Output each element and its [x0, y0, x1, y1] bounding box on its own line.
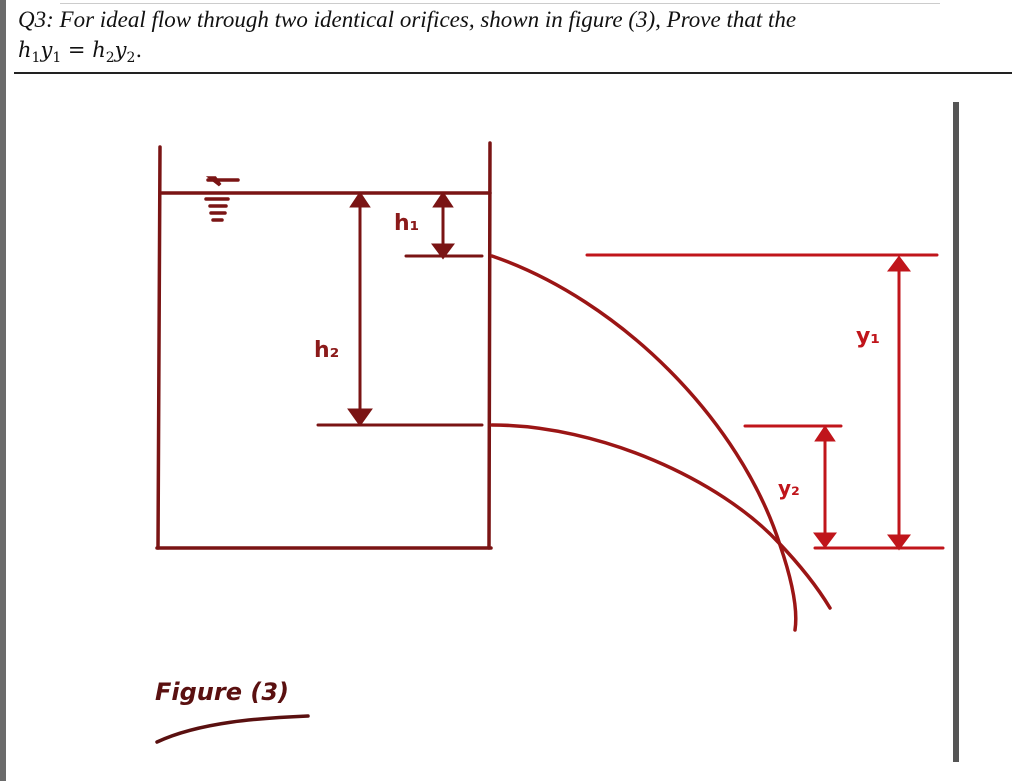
right-edge-bar	[953, 102, 959, 762]
h1-label: h₁	[394, 211, 419, 236]
y1-dimension	[585, 253, 945, 551]
lower-jet	[490, 423, 832, 610]
top-rule	[60, 3, 940, 4]
question-underline-rule	[14, 72, 1012, 74]
water-surface-icon	[204, 176, 240, 222]
h1-dimension	[404, 191, 484, 260]
question-text: Q3: For ideal flow through two identical…	[18, 7, 797, 32]
h2-label: h₂	[314, 338, 339, 363]
y1-label: y₁	[856, 324, 880, 349]
page-left-border	[0, 0, 6, 781]
caption-underline	[155, 714, 310, 744]
tank	[155, 141, 493, 550]
equation: h1y1 = h2y2.	[18, 38, 143, 67]
y2-dimension	[743, 424, 843, 549]
figure-caption: Figure (3)	[155, 678, 289, 706]
y2-label: y₂	[778, 476, 800, 500]
jet-trajectories	[490, 254, 832, 632]
h2-dimension	[316, 191, 484, 427]
upper-jet	[490, 254, 798, 632]
